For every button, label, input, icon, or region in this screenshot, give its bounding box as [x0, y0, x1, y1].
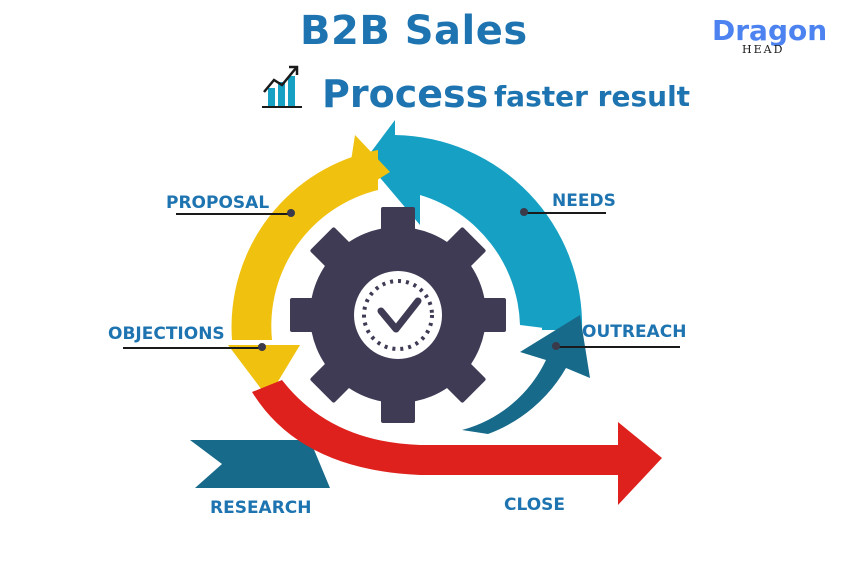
stage-outreach: OUTREACH — [582, 322, 687, 342]
stage-needs: NEEDS — [552, 191, 616, 211]
needs-leader-line — [526, 212, 606, 214]
title-process: Process — [322, 72, 489, 116]
title-b2b-sales: B2B Sales — [300, 8, 528, 54]
title-faster-result: faster result — [494, 80, 691, 113]
proposal-arrow — [231, 150, 378, 340]
gear-check-icon — [290, 207, 506, 423]
close-arrow — [252, 380, 662, 505]
objections-dot — [258, 343, 266, 351]
proposal-arrowhead — [345, 135, 390, 200]
research-tail — [190, 440, 330, 488]
proposal-dot — [287, 209, 295, 217]
brand-subtitle: HEAD — [742, 43, 785, 56]
bar-chart-icon — [262, 65, 302, 108]
objections-arrowhead — [228, 345, 300, 398]
stage-proposal: PROPOSAL — [166, 193, 270, 213]
stage-close: CLOSE — [504, 495, 566, 515]
outreach-leader-line — [556, 346, 680, 348]
needs-arrow-body — [395, 135, 583, 330]
stage-research: RESEARCH — [210, 498, 312, 518]
objections-leader-line — [123, 347, 263, 349]
brand-logo: Dragon — [712, 14, 828, 47]
outreach-dot — [552, 342, 560, 350]
proposal-leader-line — [176, 213, 290, 215]
needs-dot — [520, 208, 528, 216]
stage-objections: OBJECTIONS — [108, 324, 225, 344]
